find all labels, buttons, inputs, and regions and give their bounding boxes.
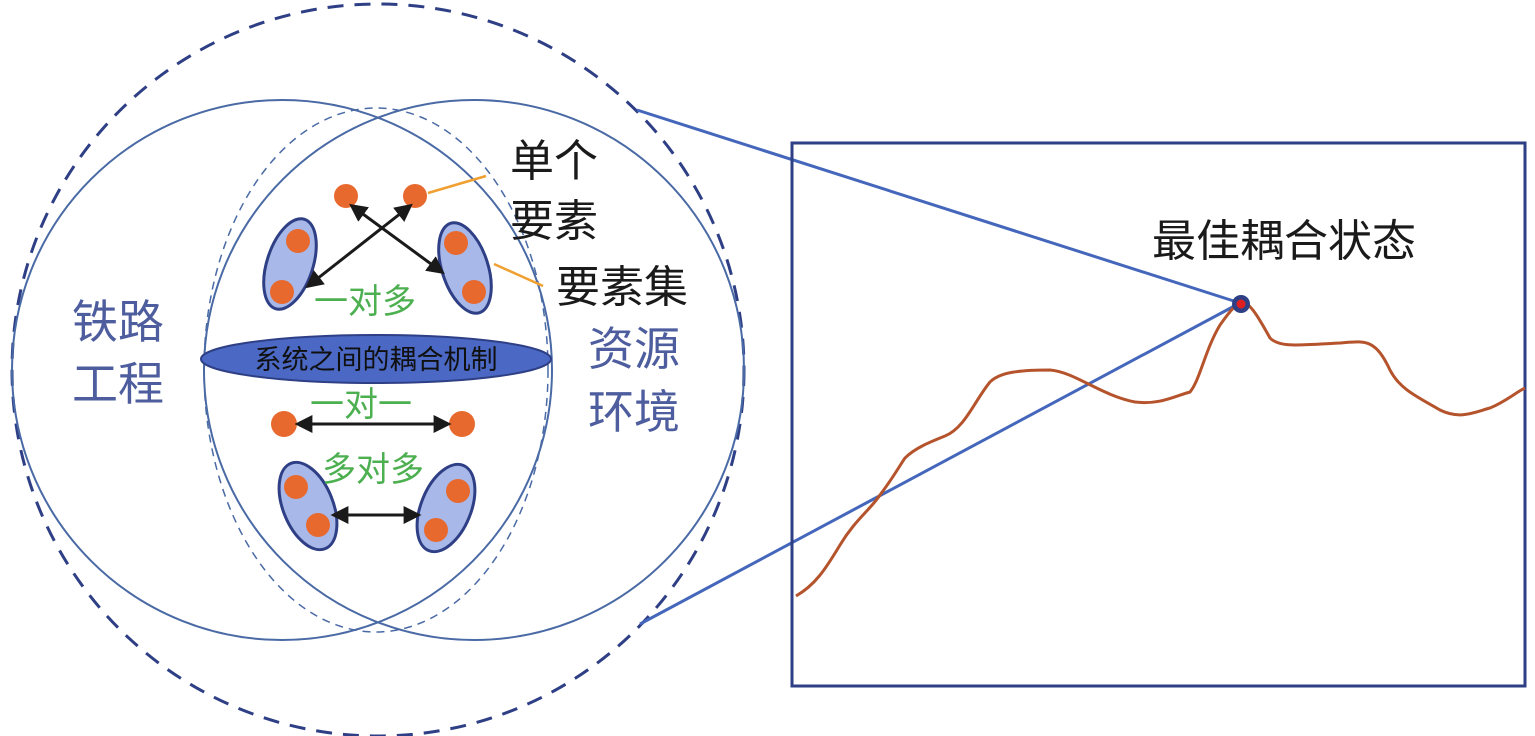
element-set-leader	[493, 262, 544, 288]
element-set	[437, 221, 493, 315]
railway-engineering-circle	[11, 99, 553, 641]
railway-label-line2: 工程	[72, 357, 164, 411]
coupling-mechanism-pill	[200, 334, 552, 384]
element-node	[444, 231, 468, 255]
element-node	[334, 184, 358, 208]
single-element-label-line2: 要素	[510, 196, 598, 247]
resource-label-line2: 环境	[588, 385, 680, 439]
resource-label-line1: 资源	[588, 322, 680, 376]
coupling-curve	[795, 300, 1526, 598]
many-to-many-label: 多对多	[322, 450, 424, 490]
zoom-line-top	[636, 108, 1241, 305]
one-to-many-arrow	[349, 203, 445, 275]
element-node	[270, 280, 294, 304]
element-node	[271, 411, 297, 437]
railway-label-line1: 铁路	[72, 295, 164, 349]
element-node	[286, 229, 310, 253]
optimal-state-label: 最佳耦合状态	[1152, 216, 1416, 267]
detail-box	[790, 141, 1527, 688]
element-node	[462, 280, 486, 304]
element-set-label: 要素集	[556, 262, 688, 313]
element-node	[449, 411, 475, 437]
element-node	[306, 513, 330, 537]
coupling-zone-ellipse	[203, 107, 549, 633]
single-element-leader	[427, 174, 487, 195]
mechanism-label: 系统之间的耦合机制	[255, 345, 498, 376]
element-node	[403, 184, 427, 208]
element-node	[424, 518, 448, 542]
zoom-line-bottom	[639, 301, 1241, 626]
element-node	[446, 479, 470, 503]
one-to-many-label: 一对多	[314, 282, 416, 322]
single-element-label-line1: 单个	[510, 136, 598, 187]
optimal-point-center	[1236, 299, 1246, 309]
one-to-many-arrow	[305, 203, 413, 289]
element-node	[284, 475, 308, 499]
one-to-one-label: 一对一	[310, 385, 412, 425]
